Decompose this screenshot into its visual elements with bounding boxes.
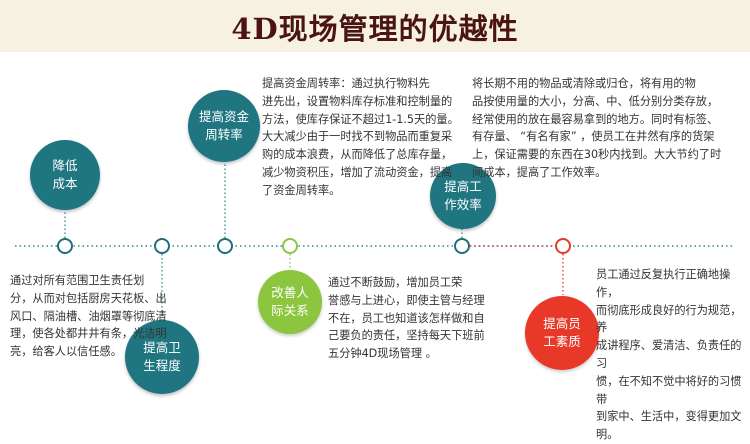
description-staff-quality: 员工通过反复执行正确地操作， 而彻底形成良好的行为规范，养 成讲程序、爱清洁、负… bbox=[596, 268, 742, 442]
bubble-capital-turnover: 提高资金 周转率 bbox=[188, 90, 260, 162]
timeline-dot-5 bbox=[454, 238, 470, 254]
timeline-dot-3 bbox=[217, 238, 233, 254]
page-title: 4D现场管理的优越性 bbox=[231, 12, 519, 46]
timeline-dot-6 bbox=[555, 238, 571, 254]
bubble-reduce-cost: 降低 成本 bbox=[30, 140, 100, 210]
timeline-dot-4 bbox=[282, 238, 298, 254]
description-reduce-cost: 通过对所有范围卫生责任划 分，从而对包括厨房天花板、出 风口、隔油槽、油烟罩等彻… bbox=[10, 274, 167, 359]
description-relationships: 通过不断鼓励，增加员工荣 誉感与上进心，即使主管与经理 不在，员工也知道该怎样做… bbox=[328, 276, 485, 361]
bubble-staff-quality: 提高员 工素质 bbox=[525, 296, 599, 370]
bubble-hygiene: 提高卫 生程度 bbox=[125, 320, 199, 394]
bubble-relationships: 改善人 际关系 bbox=[258, 270, 322, 334]
bubble-work-efficiency: 提高工 作效率 bbox=[430, 163, 496, 229]
description-work-efficiency: 将长期不用的物品或清除或归仓，将有用的物 品按使用量的大小，分高、中、低分别分类… bbox=[472, 77, 722, 179]
timeline-dot-2 bbox=[154, 238, 170, 254]
description-capital-turnover: 提高资金周转率：通过执行物料先 进先出，设置物料库存标准和控制量的 方法，使库存… bbox=[262, 77, 459, 197]
timeline-diagram bbox=[15, 158, 735, 318]
header-band bbox=[0, 0, 750, 52]
timeline-dot-1 bbox=[57, 238, 73, 254]
